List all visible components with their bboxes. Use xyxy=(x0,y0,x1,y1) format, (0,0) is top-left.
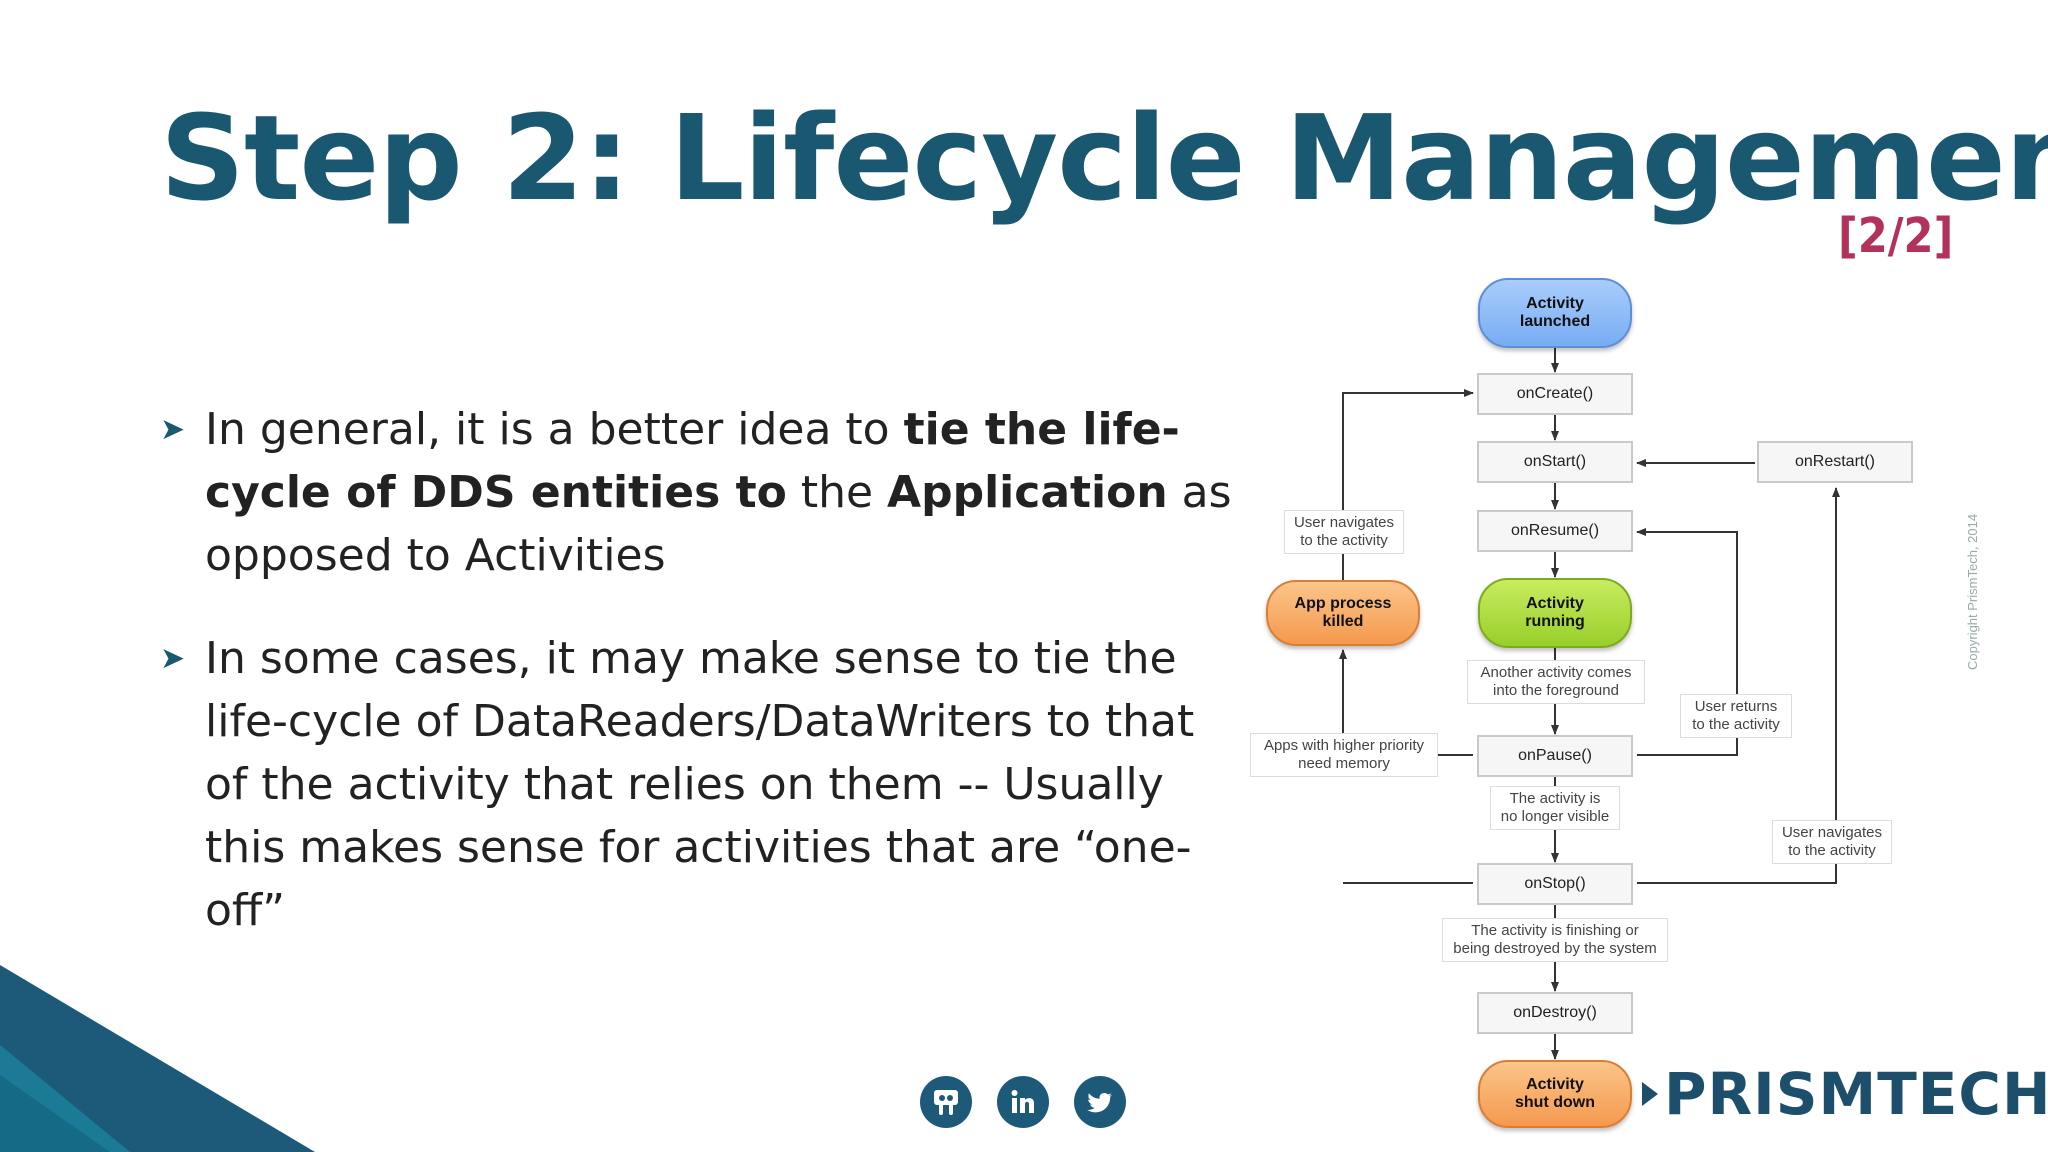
node-ondestroy: onDestroy() xyxy=(1477,992,1633,1034)
bullet-text-bold: tie the life-cycle of DDS entities to xyxy=(205,404,1180,518)
slideshare-glyph xyxy=(934,1090,958,1115)
note-user-returns: User returns to the activity xyxy=(1680,694,1792,738)
slideshare-icon[interactable] xyxy=(920,1076,972,1128)
note-text: User navigates to the activity xyxy=(1293,514,1395,549)
node-onstart: onStart() xyxy=(1477,441,1633,483)
bullet-text-bold: Application xyxy=(887,467,1168,518)
note-text: Another activity comes into the foregrou… xyxy=(1480,664,1632,699)
note-text: The activity is finishing or being destr… xyxy=(1453,922,1657,957)
note-another-activity: Another activity comes into the foregrou… xyxy=(1467,660,1645,704)
note-text: The activity is no longer visible xyxy=(1500,790,1610,825)
twitter-glyph xyxy=(1087,1092,1112,1113)
bullet-text-part: the xyxy=(786,467,888,518)
copyright-text: Copyright PrismTech, 2014 xyxy=(1965,513,1980,670)
arrow-stop-restart xyxy=(1637,487,1840,884)
note-finishing: The activity is finishing or being destr… xyxy=(1442,918,1668,962)
node-label: Activity running xyxy=(1525,595,1585,630)
note-text: Apps with higher priority need memory xyxy=(1263,737,1425,772)
linkedin-glyph xyxy=(1011,1090,1034,1113)
bullet-text-part: as opposed to Activities xyxy=(205,467,1232,581)
node-onrestart: onRestart() xyxy=(1757,441,1913,483)
node-label: onCreate() xyxy=(1516,385,1594,402)
arrow-pause-resume xyxy=(1636,528,1738,756)
brand-name: PRISMTECH xyxy=(1664,1060,2048,1128)
note-no-longer-visible: The activity is no longer visible xyxy=(1490,786,1620,830)
linkedin-icon[interactable] xyxy=(997,1076,1049,1128)
node-app-process-killed: App process killed xyxy=(1266,580,1420,646)
node-oncreate: onCreate() xyxy=(1477,373,1633,415)
note-higher-priority: Apps with higher priority need memory xyxy=(1250,733,1438,777)
node-onresume: onResume() xyxy=(1477,510,1633,552)
bullet-item: ➤ In some cases, it may make sense to ti… xyxy=(160,627,1250,942)
node-onstop: onStop() xyxy=(1477,863,1633,905)
bullet-list: ➤ In general, it is a better idea to tie… xyxy=(160,398,1250,982)
node-label: onPause() xyxy=(1518,747,1592,764)
slide-title: Step 2: Lifecycle Management xyxy=(160,89,2048,227)
note-user-navigates: User navigates to the activity xyxy=(1284,510,1404,554)
brand-logo: PRISMTECH xyxy=(1640,1058,2048,1130)
node-label: Activity launched xyxy=(1519,295,1591,330)
node-label: onStop() xyxy=(1524,875,1586,892)
node-label: onDestroy() xyxy=(1513,1004,1597,1021)
note-text: User returns to the activity xyxy=(1692,698,1780,733)
note-text: User navigates to the activity xyxy=(1781,824,1883,859)
node-label: onResume() xyxy=(1510,522,1600,539)
node-label: App process killed xyxy=(1294,595,1392,630)
page-indicator: [2/2] xyxy=(1838,208,1954,264)
twitter-icon[interactable] xyxy=(1074,1076,1126,1128)
node-activity-running: Activity running xyxy=(1478,578,1632,648)
corner-decoration xyxy=(0,965,315,1152)
bullet-text-part: In general, it is a better idea to xyxy=(205,404,904,455)
arrow-killed-create xyxy=(1342,389,1474,583)
bullet-item: ➤ In general, it is a better idea to tie… xyxy=(160,398,1250,587)
logo-arrow-icon xyxy=(1642,1082,1658,1106)
node-onpause: onPause() xyxy=(1477,735,1633,777)
node-label: onStart() xyxy=(1523,453,1587,470)
chevron-right-icon: ➤ xyxy=(160,641,186,676)
chevron-right-icon: ➤ xyxy=(160,412,186,447)
node-activity-launched: Activity launched xyxy=(1478,278,1632,348)
bullet-text-part: In some cases, it may make sense to tie … xyxy=(205,633,1195,936)
node-label: Activity shut down xyxy=(1515,1076,1595,1111)
node-label: onRestart() xyxy=(1794,453,1876,470)
lifecycle-diagram: Activity launched onCreate() onStart() o… xyxy=(1250,270,1940,1152)
note-user-navigates-2: User navigates to the activity xyxy=(1772,820,1892,864)
node-activity-shut-down: Activity shut down xyxy=(1478,1060,1632,1128)
